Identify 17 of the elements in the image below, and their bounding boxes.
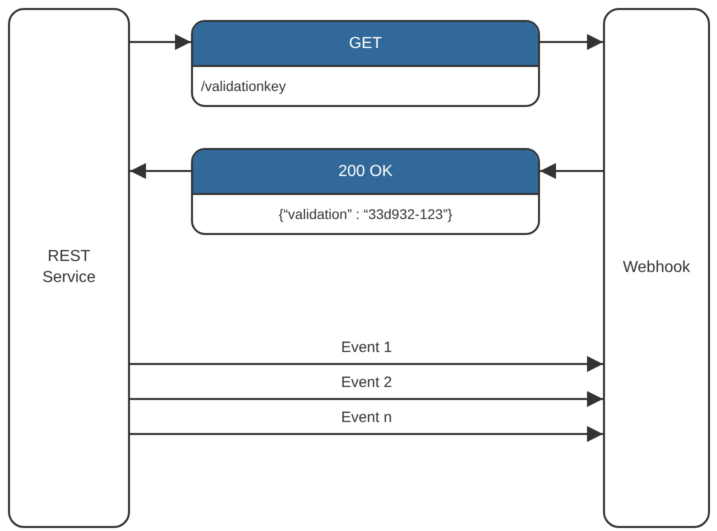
arrow bbox=[540, 163, 603, 179]
participant-box bbox=[8, 8, 130, 528]
arrow bbox=[130, 34, 191, 50]
participant-box bbox=[603, 8, 710, 528]
message-body: /validationkey bbox=[201, 78, 286, 94]
message-body: {“validation” : “33d932-123”} bbox=[278, 206, 452, 222]
message-header: 200 OK bbox=[193, 150, 538, 195]
arrow bbox=[540, 34, 603, 50]
message-card bbox=[191, 148, 540, 235]
arrow bbox=[130, 356, 603, 372]
message-header: GET bbox=[193, 22, 538, 67]
arrow bbox=[130, 391, 603, 407]
arrow bbox=[130, 426, 603, 442]
participant-label: REST Service bbox=[41, 247, 97, 288]
participant-label: Webhook bbox=[622, 258, 690, 278]
arrow bbox=[130, 163, 191, 179]
message-card bbox=[191, 20, 540, 107]
